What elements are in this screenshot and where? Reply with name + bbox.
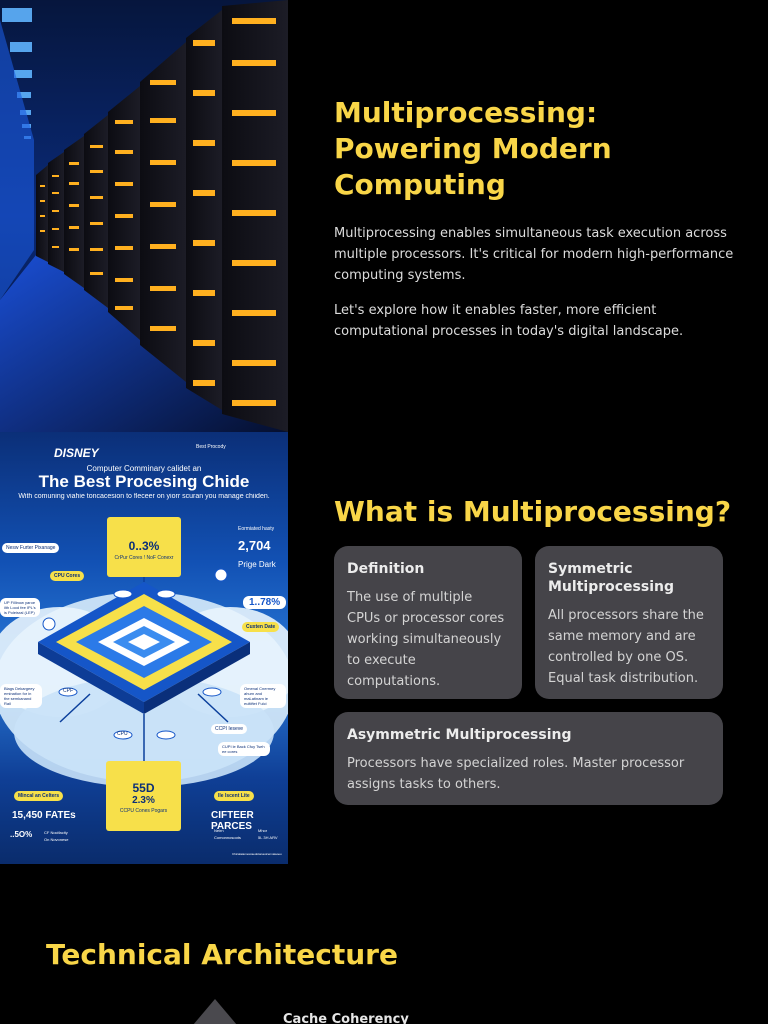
poster-pill-left-2: CPU Cores bbox=[50, 571, 85, 581]
poster-top-box-value: 0..3% bbox=[128, 539, 160, 553]
card-title: Definition bbox=[347, 561, 425, 577]
poster-note-right-3: CUPI le Back Cfuy Tseh ee cores bbox=[218, 742, 270, 756]
what-is-section: DISNEY Best Procody Computer Comminary c… bbox=[0, 432, 768, 864]
poster-br-sub-3: Mhor bbox=[258, 828, 268, 833]
poster-brand: DISNEY bbox=[54, 446, 99, 460]
poster-bottom-box-pct: 2.3% bbox=[132, 795, 155, 806]
poster-pill-left-1: Nesw Furter Pixanage bbox=[2, 543, 60, 553]
poster-subtitle: Computer Comminary calidet an bbox=[86, 464, 202, 473]
poster-bl-sub-1: CF Nocifacity bbox=[44, 830, 68, 835]
poster-bl-sub-2: On Novonese bbox=[44, 837, 69, 842]
poster-top-box-label: CrPur Cores ! NoF Conexr bbox=[114, 555, 174, 561]
intro-paragraph-2: Let's explore how it enables faster, mor… bbox=[334, 303, 684, 339]
poster-bottom-box: 55D 2.3% CCPU Cones Pogars bbox=[106, 761, 181, 831]
definition-card: Definition The use of multiple CPUs or p… bbox=[334, 546, 522, 699]
poster-note-right-2: Omenal Cnermey ahurn and maLatinam ie eu… bbox=[240, 684, 286, 708]
card-body: Processors have specialized roles. Maste… bbox=[347, 756, 685, 792]
poster-bl-pill: Mincal an Celters bbox=[14, 791, 64, 801]
poster-note-left: UP Fillinow yaroe ilth Lood fee IPL's is… bbox=[0, 598, 40, 617]
poster-stat-label: Eormiated hasty bbox=[238, 526, 275, 532]
poster-bottom-box-label: CCPU Cones Pogars bbox=[119, 808, 168, 814]
asymmetric-card: Asymmetric Multiprocessing Processors ha… bbox=[334, 712, 723, 805]
poster-top-box: 0..3% CrPur Cores ! NoF Conexr bbox=[107, 517, 181, 577]
triangle-icon bbox=[193, 999, 237, 1024]
poster-cpu-label: CPU bbox=[117, 731, 128, 737]
section-title-tech: Technical Architecture bbox=[46, 938, 398, 971]
poster-title: The Best Procesing Chide bbox=[38, 472, 250, 491]
intro-section: Multiprocessing: Powering Modern Computi… bbox=[0, 0, 768, 432]
card-body: The use of multiple CPUs or processor co… bbox=[347, 590, 505, 689]
intro-paragraph: Multiprocessing enables simultaneous tas… bbox=[334, 226, 734, 283]
poster-bl-value: 15,450 FATEs bbox=[12, 810, 76, 821]
card-title: Symmetric Multiprocessing bbox=[548, 561, 674, 595]
poster-stat-value: 2,704 bbox=[238, 538, 271, 553]
poster-bl-pct: ..5O% bbox=[10, 830, 33, 839]
poster-footer: Chicalaiamescaedotanauicenvaiaoeu bbox=[232, 852, 282, 856]
poster-bottom-box-value: 55D bbox=[132, 781, 155, 795]
poster-br-sub-1: Neirn bbox=[214, 828, 224, 833]
section-title-what: What is Multiprocessing? bbox=[334, 495, 732, 528]
cache-coherency-label: Cache Coherency bbox=[283, 1012, 409, 1024]
poster-note-left-2: Blags Dekargeey emination for in the sem… bbox=[0, 684, 42, 708]
server-room-illustration bbox=[0, 0, 288, 432]
poster-pill-right-1: Cuxten Date bbox=[242, 622, 280, 632]
server-room-image bbox=[0, 0, 288, 432]
infographic-poster: DISNEY Best Procody Computer Comminary c… bbox=[0, 432, 288, 864]
card-body: All processors share the same memory and… bbox=[548, 608, 704, 686]
poster-br-sub-2: Comonnosoots bbox=[214, 835, 241, 840]
poster-corner-badge: Best Procody bbox=[196, 444, 226, 450]
symmetric-card: Symmetric Multiprocessing All processors… bbox=[535, 546, 723, 699]
poster-right-value: 1..78% bbox=[243, 596, 287, 609]
card-title: Asymmetric Multiprocessing bbox=[347, 727, 572, 743]
chip-illustration bbox=[0, 562, 288, 787]
poster-pill-right-2: CCPI Ieseve bbox=[211, 724, 248, 734]
page-title: Multiprocessing: Powering Modern Computi… bbox=[334, 96, 612, 201]
poster-br-value: CIFTEER PARCES bbox=[211, 810, 254, 832]
poster-tagline: With comuning viahie toncacesion to flec… bbox=[18, 493, 270, 500]
poster-cpf-label: CPF bbox=[63, 688, 73, 694]
poster-stat-sub: Prige Dark bbox=[238, 560, 276, 569]
poster-br-sub-4: 5L 3H ARV bbox=[258, 835, 278, 840]
poster-br-pill: Ile Iscent Lite bbox=[214, 791, 254, 801]
